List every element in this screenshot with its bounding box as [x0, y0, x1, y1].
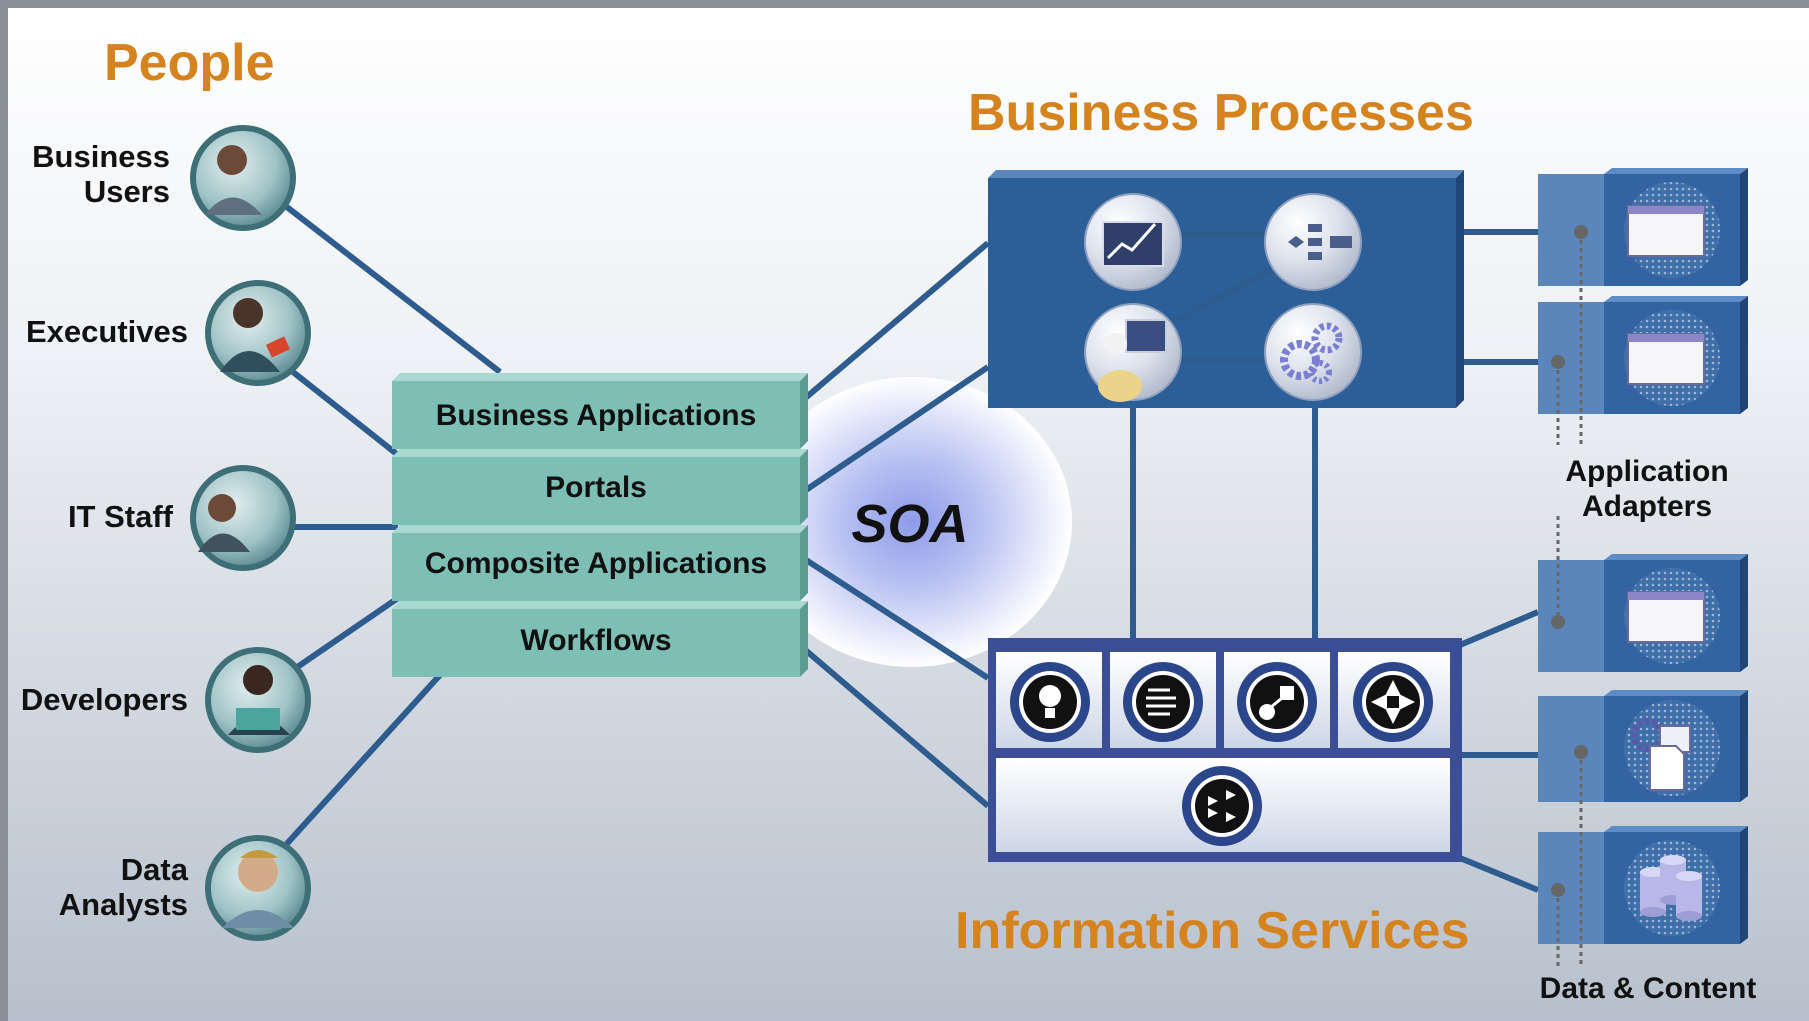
layer-workflows: Workflows — [392, 601, 808, 677]
window-icon — [1627, 591, 1705, 643]
connector-adapter-5 — [1458, 855, 1540, 893]
process-services — [1264, 303, 1362, 401]
window-icon — [1627, 205, 1705, 257]
business-processes-box — [988, 170, 1464, 408]
adapter-1 — [1538, 168, 1748, 286]
gears-document-icon — [1630, 717, 1691, 791]
soa-glow — [752, 377, 1072, 667]
business-processes-title: Business Processes — [968, 84, 1474, 142]
person-photo-icon — [217, 145, 247, 175]
connector-developers — [291, 595, 400, 673]
avatar-developers — [205, 647, 311, 753]
right-labels: Application Adapters Data & Content — [1540, 455, 1757, 1005]
window-icon — [1627, 333, 1705, 385]
lightbulb-icon — [1010, 662, 1090, 742]
connector-adapter-3 — [1458, 609, 1540, 648]
process-chart — [1084, 193, 1182, 291]
gears-icon — [1280, 322, 1343, 384]
people-label-data-analysts-line1: Data — [121, 852, 189, 887]
people-label-business-users-line2: Users — [84, 174, 170, 209]
connector-layers-info-bottom — [801, 645, 990, 809]
person-photo-icon — [243, 665, 273, 695]
connector-business-users — [281, 201, 502, 375]
left-border — [0, 0, 8, 1021]
adapter-3 — [1538, 554, 1748, 672]
person-photo-icon — [233, 298, 263, 328]
process-human-task — [1084, 303, 1182, 402]
avatar-data-analysts — [205, 835, 311, 941]
person-photo-icon — [238, 852, 278, 892]
people-label-business-users-line1: Business — [32, 139, 170, 174]
person-photo-icon — [208, 494, 236, 522]
avatar-executives — [205, 280, 311, 386]
connector-layers-bp-bottom — [801, 364, 990, 495]
callout-lines — [1556, 232, 1583, 966]
callout-dots — [1551, 225, 1588, 897]
database-icon — [1640, 855, 1702, 921]
aperture-icon — [1353, 662, 1433, 742]
layer-stack: Business Applications Portals Composite … — [392, 373, 808, 677]
people-label-it-staff: IT Staff — [68, 499, 174, 534]
layer-business-applications: Business Applications — [392, 373, 808, 449]
people-label-developers: Developers — [21, 682, 188, 717]
layer-label-composite-applications: Composite Applications — [425, 547, 767, 580]
adapter-4 — [1538, 690, 1748, 802]
layer-label-workflows: Workflows — [520, 624, 671, 657]
people-labels: Business Users Executives IT Staff Devel… — [21, 139, 189, 922]
application-adapters-label-line1: Application — [1565, 455, 1728, 488]
connector-data-analysts — [280, 672, 443, 851]
layer-label-portals: Portals — [545, 471, 647, 504]
transform-icon — [1237, 662, 1317, 742]
layer-label-business-applications: Business Applications — [436, 399, 757, 432]
avatar-it-staff — [190, 465, 296, 571]
people-label-data-analysts-line2: Analysts — [59, 887, 188, 922]
adapters — [1538, 168, 1748, 944]
avatar-business-users — [190, 125, 296, 231]
filter-icon — [1123, 662, 1203, 742]
flow-icon — [1288, 224, 1352, 260]
user-computer-icon — [1098, 319, 1167, 402]
process-flow — [1264, 193, 1362, 291]
information-services-title: Information Services — [955, 902, 1469, 960]
layer-composite-applications: Composite Applications — [392, 525, 808, 601]
application-adapters-label-line2: Adapters — [1582, 490, 1712, 523]
connectors — [280, 201, 1540, 893]
chart-icon — [1102, 221, 1164, 267]
people-label-executives: Executives — [26, 314, 188, 349]
top-border — [0, 0, 1809, 8]
soa-label: SOA — [851, 494, 968, 554]
connector-layers-bp-top — [801, 240, 990, 403]
connector-layers-info-top — [801, 555, 990, 681]
information-services-box — [988, 638, 1462, 862]
people-title: People — [104, 34, 275, 92]
data-content-label: Data & Content — [1540, 972, 1757, 1005]
connector-executives — [291, 369, 400, 458]
layer-portals: Portals — [392, 449, 808, 525]
adapter-5 — [1538, 826, 1748, 944]
federation-icon — [1182, 766, 1262, 846]
adapter-2 — [1538, 296, 1748, 414]
